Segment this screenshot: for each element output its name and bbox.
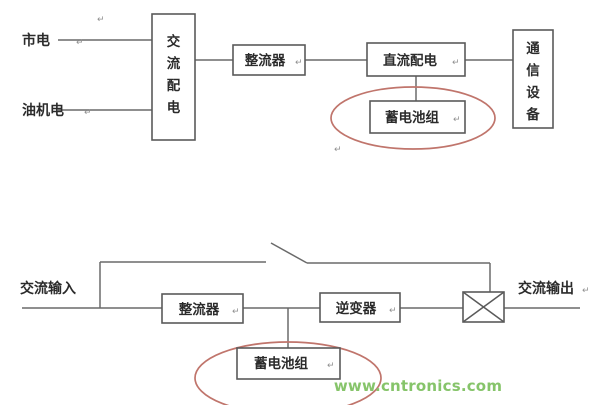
block-ac-distribution-char-3: 配 xyxy=(167,78,181,94)
block-transfer-switch[interactable] xyxy=(462,291,505,323)
pilcrow-mark-battery-bank: ↵ xyxy=(453,115,461,125)
block-battery-bank-2-label: 蓄电池组 xyxy=(254,355,308,372)
block-telecom-equipment-rect xyxy=(512,29,554,129)
pilcrow-mark-rectifier: ↵ xyxy=(295,58,303,68)
block-battery-bank-2-rect xyxy=(236,347,341,380)
pilcrow-mark-ac-output: ↵ xyxy=(582,286,590,296)
block-rectifier-2-rect xyxy=(161,293,244,324)
transfer-switch-cross-line-2 xyxy=(462,291,505,323)
block-inverter-label: 逆变器 xyxy=(336,300,377,317)
block-battery-bank-rect xyxy=(369,100,466,134)
block-inverter: 逆变器 ↵ xyxy=(319,292,401,323)
label-mains: 市电 xyxy=(22,32,50,49)
pilcrow-mark-battery-bank-2: ↵ xyxy=(327,361,335,371)
block-dc-distribution-rect xyxy=(366,42,466,77)
block-battery-bank-2: 蓄电池组 ↵ xyxy=(236,347,341,380)
block-inverter-rect xyxy=(319,292,401,323)
pilcrow-mark-mains: ↵ xyxy=(76,38,84,48)
block-telecom-char-1: 通 xyxy=(526,41,540,57)
block-ac-distribution-char-4: 电 xyxy=(167,99,181,116)
label-ac-output: 交流输出 xyxy=(518,280,574,297)
pilcrow-mark-top-1: ↵ xyxy=(97,15,105,25)
block-rectifier: 整流器 ↵ xyxy=(232,44,306,76)
label-generator: 油机电 xyxy=(22,102,64,119)
pilcrow-mark-dc-distribution: ↵ xyxy=(452,58,460,68)
highlight-ellipse-battery-bank xyxy=(330,86,496,150)
block-rectifier-label: 整流器 xyxy=(245,52,286,69)
highlight-ellipse-battery-bank-2 xyxy=(194,341,382,405)
block-ac-distribution-char-1: 交 xyxy=(167,33,181,50)
block-telecom-char-4: 备 xyxy=(525,106,540,123)
block-rectifier-2-label: 整流器 xyxy=(179,301,220,318)
block-ac-distribution-rect xyxy=(151,13,196,141)
label-ac-input: 交流输入 xyxy=(20,280,76,297)
pilcrow-mark-inverter: ↵ xyxy=(389,306,397,316)
pilcrow-mark-generator: ↵ xyxy=(84,108,92,118)
block-battery-bank: 蓄电池组 ↵ xyxy=(369,100,466,134)
watermark-text: www.cntronics.com xyxy=(334,377,502,395)
block-telecom-char-3: 设 xyxy=(526,85,540,101)
block-battery-bank-label: 蓄电池组 xyxy=(385,109,439,126)
block-ac-distribution-char-2: 流 xyxy=(167,55,181,72)
pilcrow-mark-top-2: ↵ xyxy=(334,145,342,155)
block-rectifier-2: 整流器 ↵ xyxy=(161,293,244,324)
block-rectifier-rect xyxy=(232,44,306,76)
pilcrow-mark-rectifier-2: ↵ xyxy=(232,307,240,317)
block-telecom-char-2: 信 xyxy=(526,62,540,79)
block-telecom-equipment: 通 信 设 备 xyxy=(512,29,554,129)
dc-power-system-group: 市电 ↵ ↵ 油机电 ↵ 交 流 配 电 整流器 ↵ xyxy=(22,13,554,155)
bypass-switch-blade[interactable] xyxy=(270,242,308,264)
block-dc-distribution-label: 直流配电 xyxy=(383,52,437,69)
block-ac-distribution: 交 流 配 电 xyxy=(151,13,196,141)
ups-system-group: 交流输入 交流输出 ↵ 整流器 ↵ 逆变器 ↵ xyxy=(20,242,590,405)
block-dc-distribution: 直流配电 ↵ xyxy=(366,42,466,77)
